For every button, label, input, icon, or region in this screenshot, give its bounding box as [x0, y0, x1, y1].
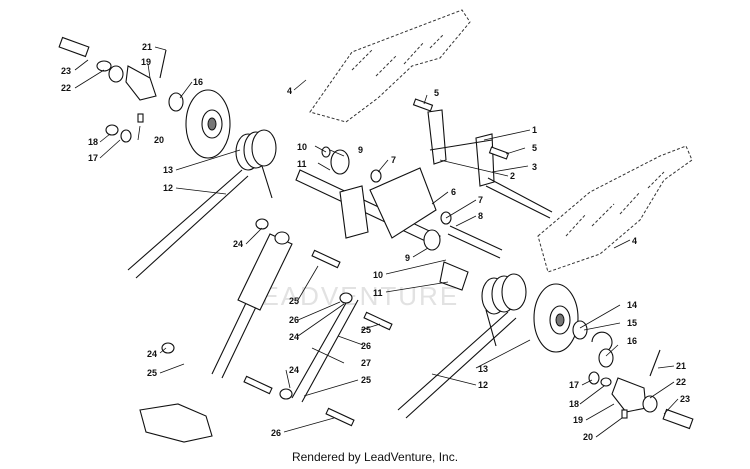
lower-rail — [537, 145, 693, 273]
callout-12: 12 — [163, 183, 173, 193]
wheel-left — [185, 89, 231, 159]
callout-25: 25 — [147, 368, 157, 378]
callout-24: 24 — [147, 349, 157, 359]
callout-1: 1 — [532, 125, 537, 135]
callout-20: 20 — [583, 432, 593, 442]
callout-19: 19 — [573, 415, 583, 425]
callout-22: 22 — [676, 377, 686, 387]
callout-5: 5 — [434, 88, 439, 98]
callout-11: 11 — [297, 159, 307, 169]
callout-23: 23 — [680, 394, 690, 404]
callout-17: 17 — [88, 153, 98, 163]
callout-3: 3 — [532, 162, 537, 172]
callout-26: 26 — [289, 315, 299, 325]
callout-7: 7 — [391, 155, 396, 165]
callout-16: 16 — [193, 77, 203, 87]
callout-24: 24 — [289, 332, 299, 342]
hardware-upper-left — [58, 36, 184, 143]
callout-7: 7 — [478, 195, 483, 205]
callout-27: 27 — [361, 358, 371, 368]
callout-8: 8 — [478, 211, 483, 221]
callout-10: 10 — [373, 270, 383, 280]
callout-12: 12 — [478, 380, 488, 390]
callout-22: 22 — [61, 83, 71, 93]
callout-25: 25 — [361, 375, 371, 385]
callout-14: 14 — [627, 300, 637, 310]
upper-rail — [309, 9, 471, 123]
callout-21: 21 — [676, 361, 686, 371]
callout-18: 18 — [88, 137, 98, 147]
hardware-lower-right — [588, 349, 694, 430]
callout-2: 2 — [510, 171, 515, 181]
footer-credit: Rendered by LeadVenture, Inc. — [291, 450, 459, 464]
shock-assembly — [139, 218, 393, 443]
callout-25: 25 — [289, 296, 299, 306]
callout-labels: 21 23 19 22 16 4 5 1 5 18 20 17 10 9 13 … — [61, 42, 690, 442]
callout-4: 4 — [287, 86, 292, 96]
callout-18: 18 — [569, 399, 579, 409]
callout-20: 20 — [154, 135, 164, 145]
callout-16: 16 — [627, 336, 637, 346]
pivot-assembly — [295, 146, 469, 291]
spring-right — [397, 273, 527, 419]
callout-11: 11 — [373, 288, 383, 298]
callout-5: 5 — [532, 143, 537, 153]
callout-4: 4 — [632, 236, 637, 246]
callout-24: 24 — [289, 365, 299, 375]
callout-13: 13 — [478, 364, 488, 374]
leader-lines — [74, 46, 679, 438]
callout-26: 26 — [271, 428, 281, 438]
bracket-assembly — [412, 98, 553, 259]
callout-13: 13 — [163, 165, 173, 175]
callout-9: 9 — [358, 145, 363, 155]
callout-25: 25 — [361, 325, 371, 335]
wheel-right — [533, 283, 614, 368]
callout-21: 21 — [142, 42, 152, 52]
callout-15: 15 — [627, 318, 637, 328]
callout-19: 19 — [141, 57, 151, 67]
callout-9: 9 — [405, 253, 410, 263]
callout-23: 23 — [61, 66, 71, 76]
spring-left — [127, 129, 277, 279]
callout-24: 24 — [233, 239, 243, 249]
callout-6: 6 — [451, 187, 456, 197]
callout-17: 17 — [569, 380, 579, 390]
callout-26: 26 — [361, 341, 371, 351]
callout-10: 10 — [297, 142, 307, 152]
